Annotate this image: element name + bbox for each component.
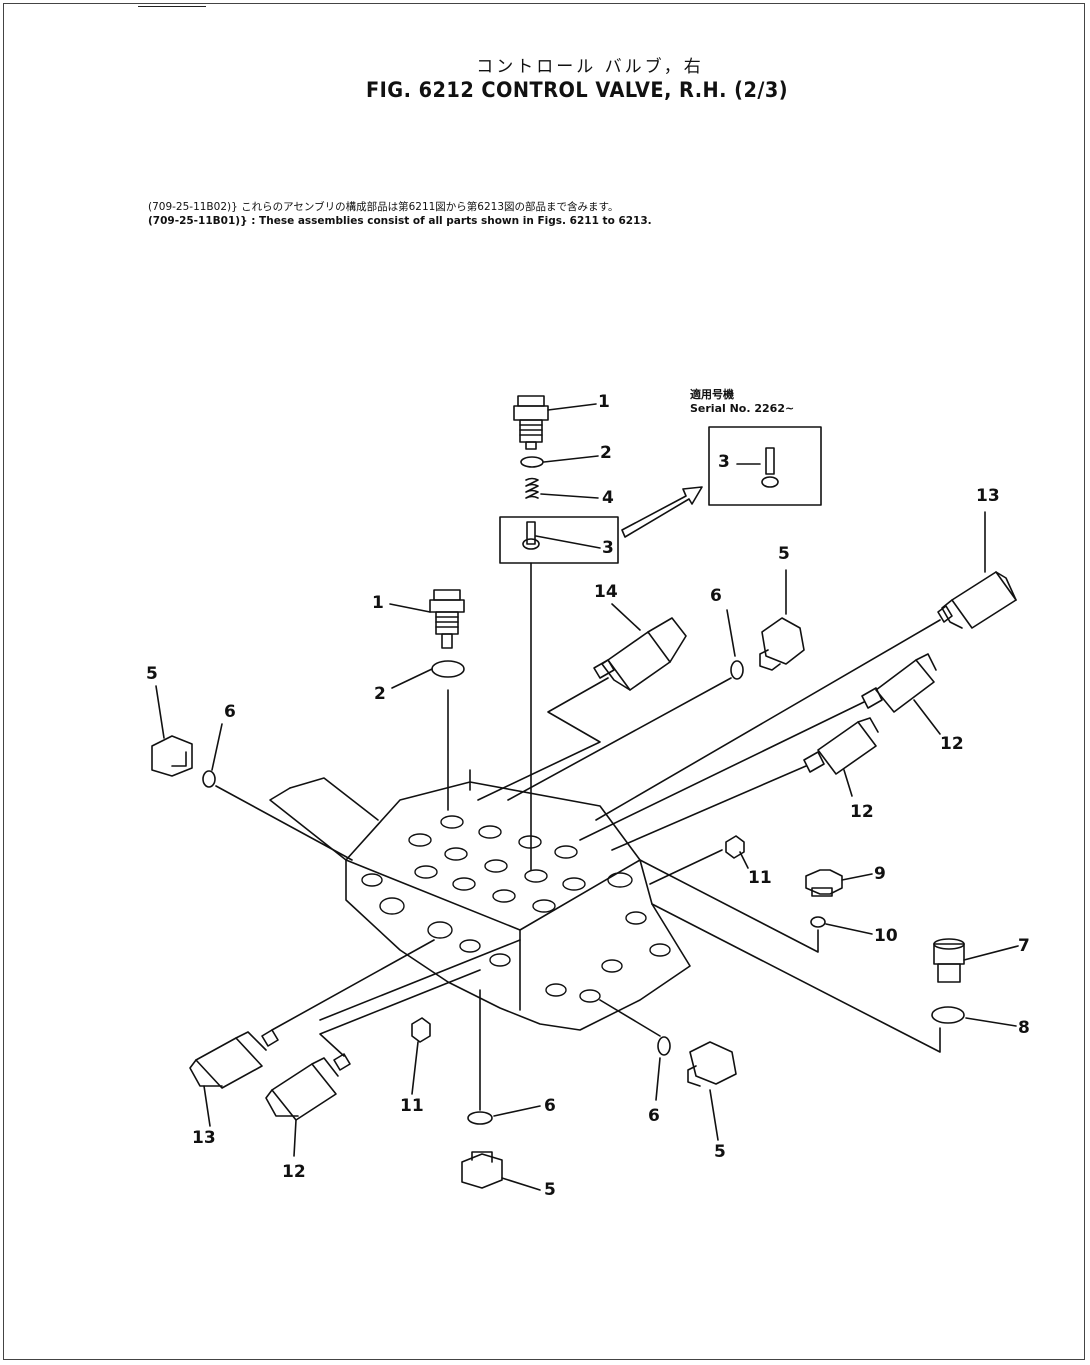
callout-8: 8 <box>1018 1018 1030 1038</box>
callout-6-bottom-right: 6 <box>648 1106 660 1126</box>
callout-3-inset: 3 <box>718 452 730 472</box>
callout-6-upper-right: 6 <box>710 586 722 606</box>
valve-13-upper-right <box>595 511 1017 821</box>
top-rule <box>138 6 206 7</box>
plug-5-bottom <box>461 1151 541 1191</box>
oring-top <box>520 455 599 468</box>
control-valve-body <box>269 769 691 1111</box>
callout-6-bottom: 6 <box>544 1096 556 1116</box>
callout-11-lower: 11 <box>400 1096 424 1116</box>
plug-5-bottom-right <box>687 1041 737 1141</box>
callout-12-middle: 12 <box>850 802 874 822</box>
callout-12-upper: 12 <box>940 734 964 754</box>
valve-part-14 <box>477 603 687 801</box>
valve-12-upper <box>579 653 941 841</box>
callout-1-top: 1 <box>598 392 610 412</box>
oring-6-bottom <box>467 1105 541 1125</box>
assembly-note-english: (709-25-11B01)} : These assemblies consi… <box>148 215 652 227</box>
callout-7: 7 <box>1018 936 1030 956</box>
callout-9: 9 <box>874 864 886 884</box>
plug-11-right <box>649 835 749 885</box>
plug-5-upper-right <box>507 569 805 801</box>
serial-heading: 適用号機 Serial No. 2262~ <box>690 388 794 416</box>
callout-3: 3 <box>602 538 614 558</box>
callout-1-left: 1 <box>372 593 384 613</box>
relief-valve-top <box>513 395 597 450</box>
callout-11-right: 11 <box>748 868 772 888</box>
oring-10 <box>639 859 873 953</box>
callout-2-top: 2 <box>600 443 612 463</box>
callout-2-left: 2 <box>374 684 386 704</box>
callout-5-bottom-right: 5 <box>714 1142 726 1162</box>
poppet-box <box>499 516 619 871</box>
callout-14: 14 <box>594 582 618 602</box>
callout-13-upper: 13 <box>976 486 1000 506</box>
title-japanese: コントロール バルブ，右 <box>476 57 704 77</box>
plug-7 <box>933 938 1019 983</box>
callout-6-left: 6 <box>224 702 236 722</box>
plug-11-lower <box>411 1017 431 1095</box>
callout-13-lower: 13 <box>192 1128 216 1148</box>
relief-valve-left <box>389 589 465 811</box>
serial-inset-box <box>708 426 822 506</box>
oring-8 <box>651 903 1017 1053</box>
drawing-frame <box>3 3 1085 1360</box>
valve-13-lower-left <box>189 939 435 1127</box>
assembly-note-japanese: (709-25-11B02)} これらのアセンブリの構成部品は第6211図から第… <box>148 201 619 213</box>
plug-5-left <box>151 685 353 861</box>
serial-heading-en: Serial No. 2262~ <box>690 402 795 415</box>
callout-5-upper-right: 5 <box>778 544 790 564</box>
callout-12-lower: 12 <box>282 1162 306 1182</box>
callout-10: 10 <box>874 926 898 946</box>
plug-9 <box>805 869 873 897</box>
serial-heading-jp: 適用号機 <box>690 388 734 401</box>
valve-12-middle <box>611 717 879 851</box>
oring-6-bottom-right <box>599 999 671 1101</box>
spring-top <box>525 477 599 499</box>
callout-4: 4 <box>602 488 614 508</box>
title-english: FIG. 6212 CONTROL VALVE, R.H. (2/3) <box>366 78 789 102</box>
hollow-arrow <box>621 486 703 538</box>
valve-12-lower-left <box>265 939 521 1157</box>
callout-5-left: 5 <box>146 664 158 684</box>
callout-5-bottom: 5 <box>544 1180 556 1200</box>
